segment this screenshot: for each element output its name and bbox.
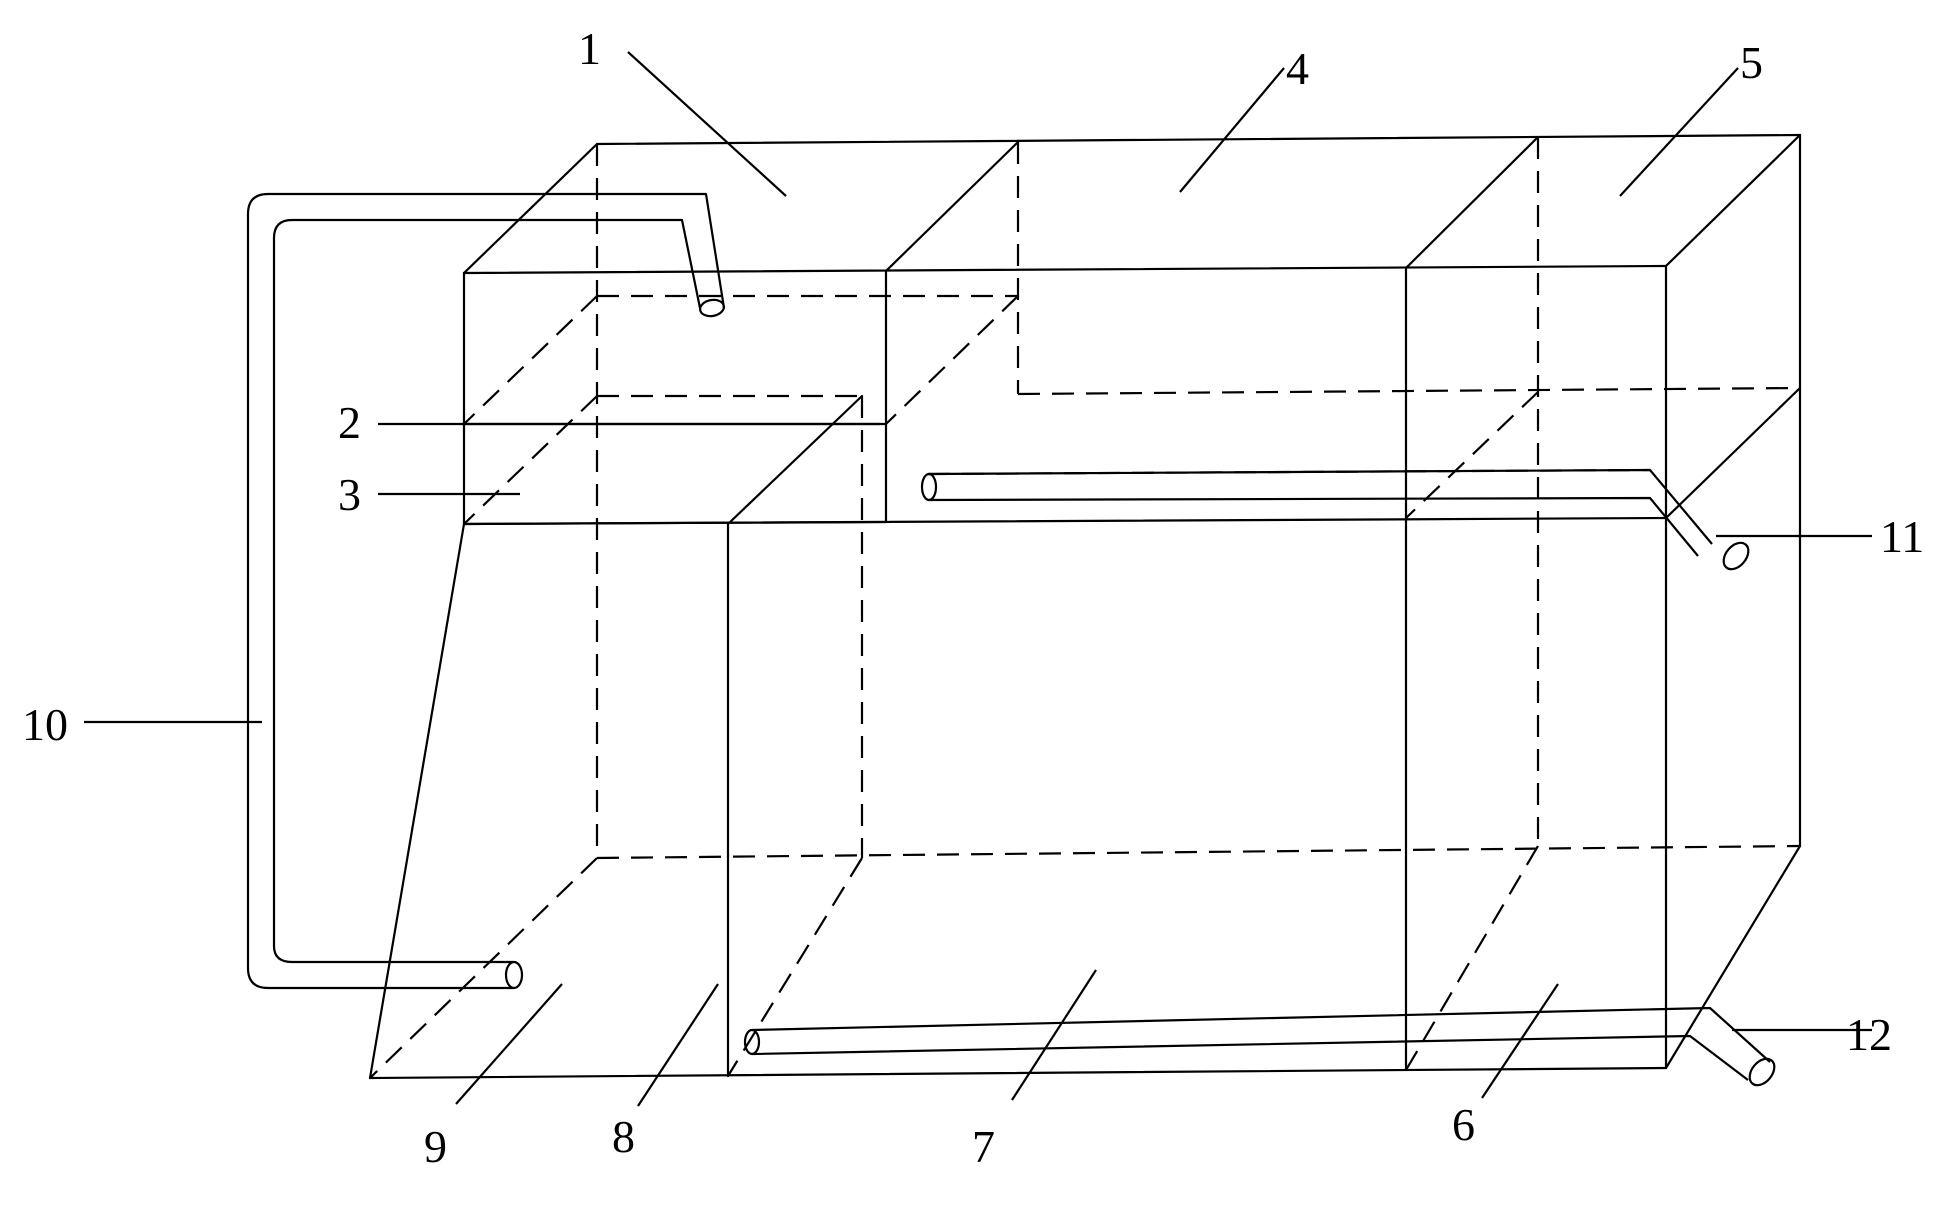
label-11: 11 bbox=[1880, 511, 1924, 562]
label-5: 5 bbox=[1740, 37, 1763, 88]
label-4: 4 bbox=[1286, 43, 1309, 94]
label-3: 3 bbox=[338, 469, 361, 520]
visible-edges bbox=[368, 133, 1802, 1080]
pipe-10 bbox=[246, 192, 726, 990]
pipe-12 bbox=[743, 1006, 1776, 1087]
label-2: 2 bbox=[338, 397, 361, 448]
label-9: 9 bbox=[424, 1121, 447, 1172]
label-7: 7 bbox=[972, 1121, 995, 1172]
hidden-edges bbox=[369, 137, 1801, 1079]
pipe-11 bbox=[920, 468, 1750, 571]
label-1: 1 bbox=[578, 23, 601, 74]
labels: 1 4 5 2 3 10 11 12 9 8 7 6 bbox=[22, 23, 1924, 1172]
label-10: 10 bbox=[22, 699, 68, 750]
label-8: 8 bbox=[612, 1111, 635, 1162]
leader-lines bbox=[84, 51, 1872, 1107]
label-12: 12 bbox=[1846, 1009, 1892, 1060]
label-6: 6 bbox=[1452, 1099, 1475, 1150]
